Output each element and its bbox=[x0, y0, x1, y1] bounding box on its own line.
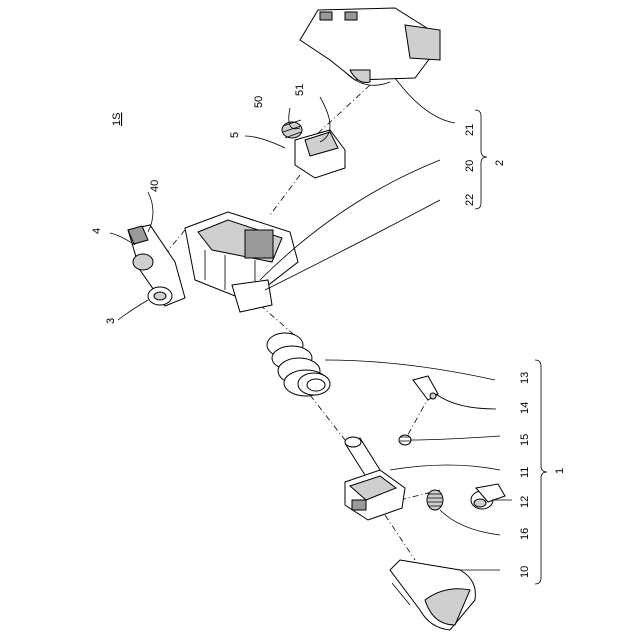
part-10-cover bbox=[390, 560, 475, 630]
label-1s: 1S bbox=[111, 113, 123, 126]
label-21: 21 bbox=[464, 124, 476, 136]
part-5-switch-unit bbox=[282, 120, 345, 178]
label-4: 4 bbox=[91, 228, 103, 234]
label-5: 5 bbox=[229, 132, 241, 138]
label-12: 12 bbox=[519, 496, 531, 508]
label-51: 51 bbox=[294, 84, 306, 96]
label-40: 40 bbox=[149, 180, 161, 192]
label-1: 1 bbox=[554, 468, 566, 474]
part-15-small-spring bbox=[399, 435, 411, 445]
label-3: 3 bbox=[105, 318, 117, 324]
label-16: 16 bbox=[519, 528, 531, 540]
label-14: 14 bbox=[519, 402, 531, 414]
label-22: 22 bbox=[464, 194, 476, 206]
label-10: 10 bbox=[519, 566, 531, 578]
label-15: 15 bbox=[519, 434, 531, 446]
label-20: 20 bbox=[464, 160, 476, 172]
label-2: 2 bbox=[494, 160, 506, 166]
label-11: 11 bbox=[519, 467, 531, 478]
label-50: 50 bbox=[253, 96, 265, 108]
part-13-bellows bbox=[267, 333, 330, 396]
part-11-shaft-block bbox=[345, 437, 405, 520]
part-14-small-bracket bbox=[413, 376, 438, 400]
brackets bbox=[475, 110, 547, 584]
label-13: 13 bbox=[519, 372, 531, 384]
part-16-coil-spring bbox=[427, 490, 443, 510]
part-21-housing-top bbox=[300, 8, 440, 85]
part-12-cap bbox=[471, 484, 505, 509]
part-3-4-trigger-assembly bbox=[128, 225, 185, 306]
part-20-main-frame bbox=[185, 212, 298, 312]
